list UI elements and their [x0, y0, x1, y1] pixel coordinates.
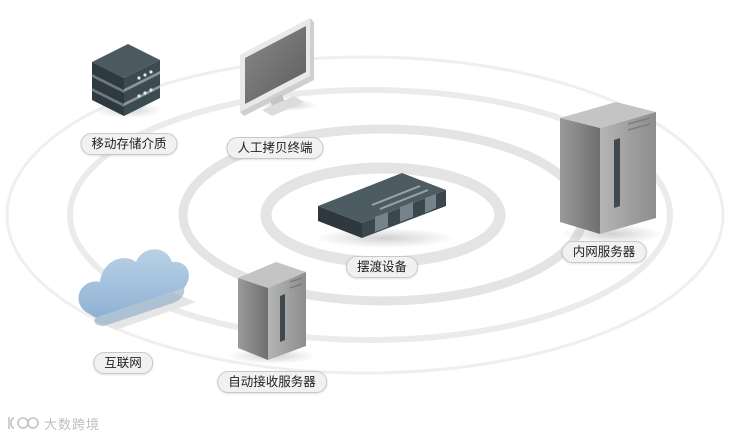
label-auto-receive-server: 自动接收服务器 — [217, 371, 327, 393]
label-intranet-server: 内网服务器 — [561, 241, 647, 263]
watermark: 大数跨境 — [6, 412, 100, 434]
ring-3 — [67, 87, 673, 343]
label-ferry-device: 摆渡设备 — [345, 256, 419, 278]
ferry-device-icon — [315, 173, 455, 248]
label-removable-media: 移动存储介质 — [80, 133, 178, 155]
monitor-icon — [240, 18, 318, 116]
auto-receive-server-icon — [228, 262, 316, 364]
label-manual-copy-terminal: 人工拷贝终端 — [226, 137, 324, 159]
ring-4 — [5, 55, 725, 375]
label-internet: 互联网 — [93, 352, 153, 374]
watermark-logo-icon — [8, 417, 39, 429]
intranet-server-icon — [560, 102, 662, 244]
watermark-text: 大数跨境 — [44, 417, 101, 433]
storage-cube-icon — [92, 44, 162, 118]
cloud-icon — [78, 249, 196, 330]
